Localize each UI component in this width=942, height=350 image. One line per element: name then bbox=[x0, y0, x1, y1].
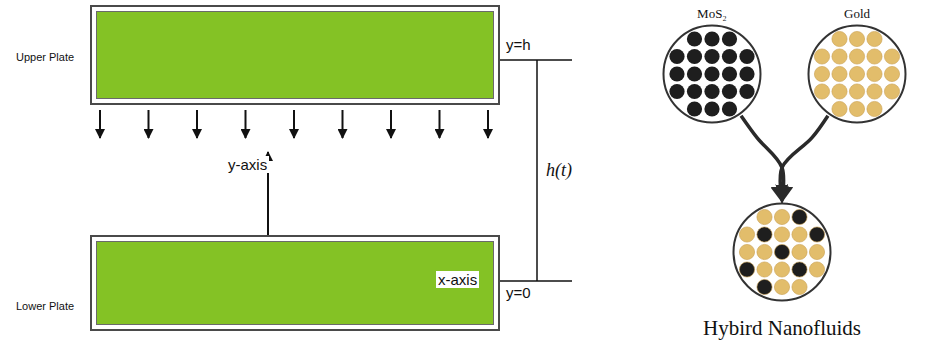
particle-dot bbox=[739, 244, 754, 259]
axis-label: x-axis bbox=[436, 271, 479, 288]
dimension-label: y=0 bbox=[504, 284, 533, 301]
particle-dot bbox=[809, 244, 824, 259]
particle-dot bbox=[739, 49, 754, 64]
particle-dot bbox=[722, 66, 737, 81]
particle-circle: Hybird Nanofluids bbox=[732, 202, 832, 302]
particle-dot bbox=[849, 66, 864, 81]
particle-dot bbox=[757, 209, 772, 224]
particle-dot bbox=[739, 66, 754, 81]
particle-illustration bbox=[732, 202, 832, 302]
plate-label: Lower Plate bbox=[16, 300, 74, 312]
particle-dot bbox=[687, 84, 702, 99]
particle-dot bbox=[722, 84, 737, 99]
particle-dot bbox=[669, 84, 684, 99]
particle-dot bbox=[867, 49, 882, 64]
caption-label: Hybird Nanofluids bbox=[703, 316, 861, 341]
particle-dot bbox=[704, 84, 719, 99]
particle-dot bbox=[757, 279, 772, 294]
particle-dot bbox=[704, 66, 719, 81]
particle-illustration bbox=[807, 24, 907, 124]
particle-dot bbox=[739, 262, 754, 277]
squeeze-arrow bbox=[487, 110, 489, 138]
merge-arrow bbox=[780, 116, 828, 200]
particle-dot bbox=[832, 31, 847, 46]
particle-dot bbox=[884, 84, 899, 99]
particle-dot bbox=[722, 49, 737, 64]
particle-dot bbox=[867, 31, 882, 46]
dimension-label: y=h bbox=[504, 36, 533, 53]
particle-dot bbox=[739, 84, 754, 99]
particle-dot bbox=[687, 49, 702, 64]
particle-dot bbox=[814, 66, 829, 81]
particle-dot bbox=[669, 66, 684, 81]
particle-dot bbox=[832, 84, 847, 99]
particle-dot bbox=[814, 49, 829, 64]
particle-dot bbox=[849, 31, 864, 46]
particle-dot bbox=[739, 227, 754, 242]
particle-dot bbox=[849, 101, 864, 116]
particle-dot bbox=[792, 227, 807, 242]
particle-dot bbox=[792, 244, 807, 259]
squeeze-arrow bbox=[439, 110, 441, 138]
particle-dot bbox=[757, 227, 772, 242]
particle-dot bbox=[867, 66, 882, 81]
particle-dot bbox=[792, 262, 807, 277]
squeeze-arrow bbox=[99, 110, 101, 138]
particle-dot bbox=[757, 244, 772, 259]
particle-dot bbox=[884, 49, 899, 64]
axis-label: y-axis bbox=[226, 156, 269, 173]
particle-dot bbox=[867, 101, 882, 116]
particle-dot bbox=[774, 279, 789, 294]
particle-illustration bbox=[662, 24, 762, 124]
particle-dot bbox=[774, 262, 789, 277]
particle-dot bbox=[849, 84, 864, 99]
particle-dot bbox=[687, 66, 702, 81]
base-line bbox=[500, 280, 572, 282]
particle-dot bbox=[809, 227, 824, 242]
gap-dimension-line bbox=[536, 60, 538, 281]
particle-dot bbox=[832, 66, 847, 81]
particle-dot bbox=[792, 209, 807, 224]
particle-dot bbox=[774, 209, 789, 224]
particle-dot bbox=[704, 31, 719, 46]
particle-dot bbox=[884, 66, 899, 81]
particle-dot bbox=[814, 84, 829, 99]
squeeze-arrows bbox=[100, 110, 488, 138]
height-line bbox=[500, 59, 572, 61]
particle-dot bbox=[792, 279, 807, 294]
particle-dot bbox=[704, 49, 719, 64]
plate-box: Upper Plate bbox=[90, 5, 500, 105]
particle-circle: MoS₂ bbox=[662, 24, 762, 124]
squeeze-arrow bbox=[196, 110, 198, 138]
circle-outline bbox=[734, 204, 831, 301]
particle-label: MoS₂ bbox=[697, 6, 727, 22]
particle-dot bbox=[832, 49, 847, 64]
squeeze-arrow bbox=[148, 110, 150, 138]
particle-circle: Gold bbox=[807, 24, 907, 124]
squeeze-arrow bbox=[245, 110, 247, 138]
particle-dot bbox=[774, 227, 789, 242]
particle-dot bbox=[809, 262, 824, 277]
particle-dot bbox=[757, 262, 772, 277]
circle-outline bbox=[809, 26, 906, 123]
particle-dot bbox=[704, 101, 719, 116]
particle-label: Gold bbox=[844, 6, 870, 22]
squeeze-arrow bbox=[293, 110, 295, 138]
particle-dot bbox=[669, 49, 684, 64]
squeeze-arrow bbox=[342, 110, 344, 138]
particle-dot bbox=[832, 101, 847, 116]
particle-dot bbox=[774, 244, 789, 259]
dimension-label: h(t) bbox=[544, 160, 574, 181]
merge-arrow bbox=[741, 116, 784, 200]
particle-dot bbox=[722, 101, 737, 116]
particle-dot bbox=[687, 101, 702, 116]
circle-outline bbox=[664, 26, 761, 123]
particle-dot bbox=[722, 31, 737, 46]
particle-dot bbox=[849, 49, 864, 64]
particle-dot bbox=[687, 31, 702, 46]
plate-label: Upper Plate bbox=[16, 51, 74, 63]
particle-dot bbox=[867, 84, 882, 99]
squeeze-arrow bbox=[390, 110, 392, 138]
